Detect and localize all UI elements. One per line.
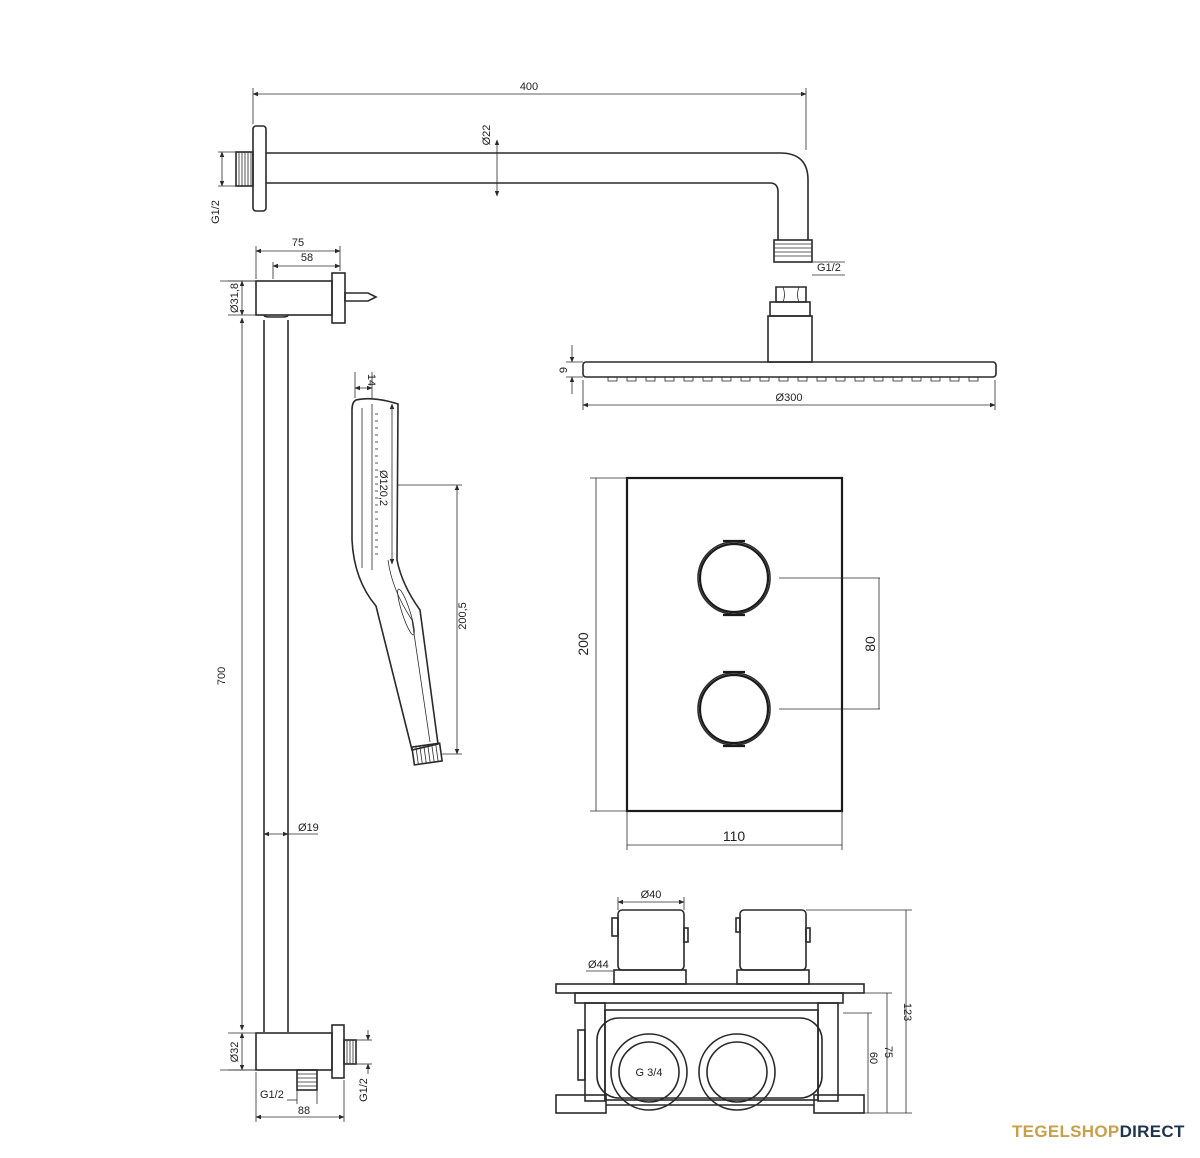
dimension-rail-top-inner: 58 [272,252,341,279]
dimension-knob-spacing: 80 [779,577,880,710]
dimension-rail-length: 700 [216,280,256,1071]
dimension-rail-top-outer: 75 [255,237,341,279]
nozzle [778,376,789,382]
dimension-hand-length: 200,5 [398,484,469,755]
dimension-rail-diameter: Ø19 [263,822,319,837]
nozzle [645,376,656,382]
shower-arm [235,125,813,263]
rail-bottom-diameter-label: Ø32 [229,1042,241,1063]
head-thickness-label: 9 [558,367,570,373]
arm-thread-label: G1/2 [210,200,222,224]
nozzle [892,376,903,382]
nozzle [873,376,884,382]
thermostat-plate [625,476,844,813]
nozzle [797,376,808,382]
box-depth-label: 75 [882,1046,894,1058]
nozzle [702,376,713,382]
nozzle [664,376,675,382]
nozzle [607,376,618,382]
hand-length-label: 200,5 [457,602,469,630]
dimension-box-inner-depth: 60 [843,1012,879,1113]
dimension-head-thread: G1/2 [812,261,845,276]
dimension-rail-bottom-diameter: Ø32 [228,1032,256,1071]
dimension-rail-bottom-thread-right: G1/2 [356,1030,372,1102]
dimension-box-depth: 75 [864,992,894,1113]
nozzle [930,376,941,382]
hand-thickness-label: 14 [365,374,377,386]
head-diameter-label: Ø300 [776,392,803,404]
dimension-rail-top-diameter: Ø31,8 [228,280,256,316]
concealed-box: G 3/4 [555,909,865,1114]
hand-shower-nozzles [375,413,378,555]
rail-top-outer-label: 75 [292,237,304,249]
knob-base-diameter-label: Ø44 [588,959,609,971]
slide-rail [255,272,378,1091]
box-inner-depth-label: 60 [867,1052,879,1064]
nozzle [759,376,770,382]
dimension-knob-base-diameter: Ø44 [586,959,614,972]
dimension-plate-height: 200 [575,477,627,812]
plate-height-label: 200 [575,632,591,656]
nozzle [911,376,922,382]
connection-label: G 3/4 [636,1067,663,1079]
knob-spacing-label: 80 [862,636,878,652]
nozzle [949,376,960,382]
dimension-arm-length: 400 [252,81,807,150]
dimension-head-thickness: 9 [558,345,583,394]
nozzle [968,376,979,382]
shower-head-nozzles [607,376,979,382]
arm-diameter-label: Ø22 [481,125,493,146]
dimension-head-diameter: Ø300 [582,380,996,410]
rail-bottom-thread-left-label: G1/2 [260,1089,284,1101]
rail-top-inner-label: 58 [301,252,313,264]
arm-length-label: 400 [520,81,538,93]
shower-head [582,286,997,382]
box-total-depth-label: 123 [901,1003,913,1021]
dimension-arm-diameter: Ø22 [481,125,500,197]
nozzle [816,376,827,382]
plate-width-label: 110 [723,828,746,844]
nozzle [721,376,732,382]
dimension-rail-bottom-thread-left: G1/2 [260,1089,318,1104]
knob-diameter-label: Ø40 [641,889,662,901]
nozzle [683,376,694,382]
head-thread-label: G1/2 [817,262,841,274]
nozzle [835,376,846,382]
dimension-hand-head-diameter: Ø120,2 [377,403,395,565]
dimension-rail-bottom-width: 88 [255,1072,345,1122]
rail-length-label: 700 [216,667,228,685]
rail-bottom-width-label: 88 [298,1105,310,1117]
dimension-plate-width: 110 [626,811,843,850]
rail-diameter-label: Ø19 [298,822,319,834]
brand-logo-part2: DIRECT [1119,1122,1185,1141]
hand-head-diameter-label: Ø120,2 [377,470,389,506]
nozzle [854,376,865,382]
dimension-box-total-depth: 123 [806,909,913,1114]
brand-logo-part1: TEGELSHOP [1012,1122,1120,1141]
rail-bottom-thread-right-label: G1/2 [358,1078,370,1102]
nozzle [740,376,751,382]
brand-logo: TEGELSHOPDIRECT [1012,1122,1185,1142]
rail-top-diameter-label: Ø31,8 [229,283,241,313]
dimension-knob-diameter: Ø40 [617,889,685,910]
dimension-arm-thread: G1/2 [210,151,236,224]
nozzle [626,376,637,382]
dimension-hand-thickness: 14 [354,372,377,398]
hand-shower [351,397,444,766]
